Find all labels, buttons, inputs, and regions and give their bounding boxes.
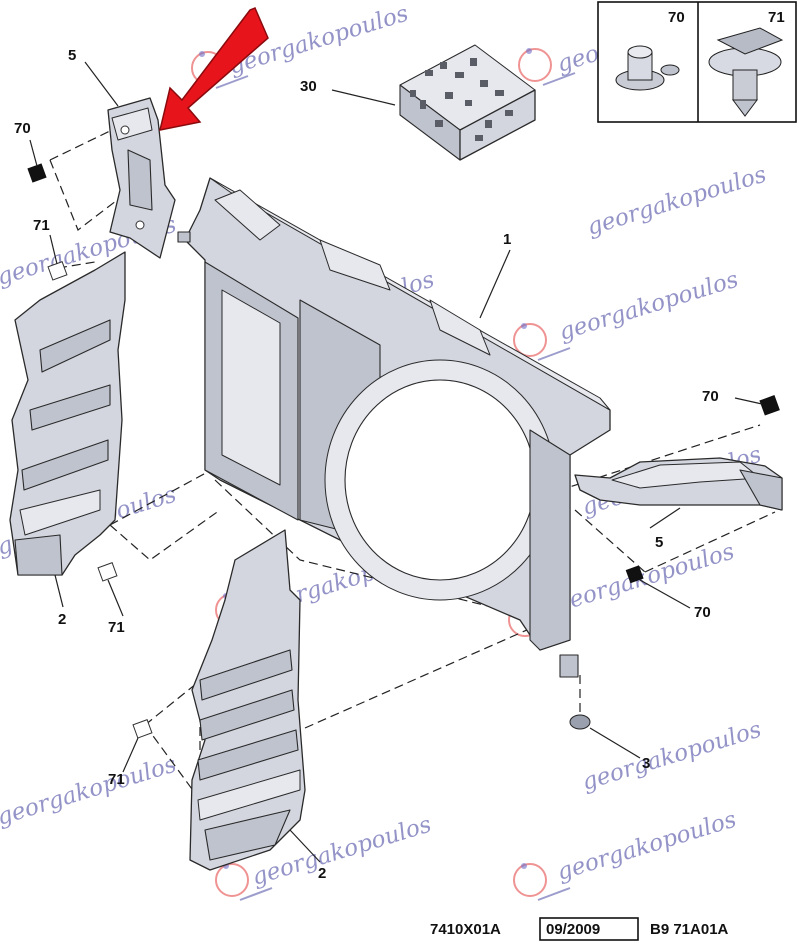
inset-label-71: 71 — [768, 9, 785, 26]
clip-71-lower-left — [97, 562, 118, 582]
watermark-logo — [518, 48, 576, 86]
nut-70-left — [27, 163, 47, 183]
red-arrow — [158, 7, 269, 131]
callout-2-left: 2 — [58, 611, 66, 628]
flange-nut-icon — [615, 45, 680, 91]
rubber-mount-part-3 — [569, 714, 591, 730]
footer-date-box — [539, 917, 639, 941]
callout-70-left: 70 — [14, 120, 31, 137]
callout-1: 1 — [503, 231, 511, 248]
front-panel-part-1 — [184, 177, 611, 678]
watermark-text: georgakopoulos — [584, 161, 769, 240]
watermark-text: georgakopoulos — [556, 266, 741, 345]
deflector-part-2-left — [9, 251, 126, 576]
callout-71-lower-left: 71 — [108, 619, 125, 636]
watermark-logo — [513, 863, 571, 901]
footer-codes: 7410X01A 09/2009 B9 71A01A — [430, 917, 729, 941]
bracket-part-5-left — [107, 97, 191, 259]
callout-30: 30 — [300, 78, 317, 95]
footer-code-left: 7410X01A — [430, 921, 501, 938]
nut-70-right-top — [759, 395, 780, 416]
callout-5-top: 5 — [68, 47, 76, 64]
bracket-part-5-right — [574, 457, 783, 511]
callout-5-right: 5 — [655, 534, 663, 551]
callout-2-bottom: 2 — [318, 865, 326, 882]
leader-lines — [29, 61, 763, 863]
watermark-text: georgakopoulos — [554, 806, 739, 885]
callout-3: 3 — [642, 755, 650, 772]
fasteners — [27, 163, 780, 739]
nut-70-right-bottom — [625, 565, 644, 584]
clip-kit-part-30 — [399, 44, 536, 161]
inset-label-70: 70 — [668, 9, 685, 26]
clip-71-left — [47, 261, 68, 281]
push-clip-icon — [708, 27, 784, 117]
callout-labels: 5 70 71 30 1 70 5 70 2 71 71 3 2 — [14, 47, 719, 882]
deflector-part-2-bottom — [189, 529, 306, 871]
footer-code-right: B9 71A01A — [650, 921, 729, 938]
callout-70-right-bottom: 70 — [694, 604, 711, 621]
fastener-inset: 70 71 — [597, 1, 797, 123]
clip-71-bottom — [132, 719, 153, 739]
watermark-text: georgakopoulos — [0, 751, 180, 830]
watermark-logo — [513, 323, 571, 361]
callout-71-bottom: 71 — [108, 771, 125, 788]
watermark-text: georgakopoulos — [579, 716, 764, 795]
footer-date: 09/2009 — [546, 921, 600, 938]
callout-71-left: 71 — [33, 217, 50, 234]
callout-70-right-top: 70 — [702, 388, 719, 405]
